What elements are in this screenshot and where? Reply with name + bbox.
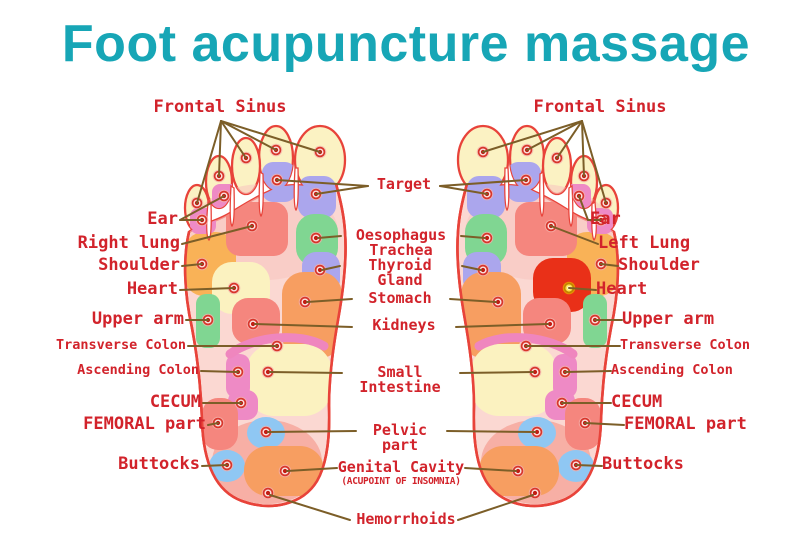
label-kidneys: Kidneys xyxy=(372,316,436,334)
label-target: Target xyxy=(376,175,432,193)
line-right-shoulder xyxy=(600,263,619,267)
line-left-frontal-5 xyxy=(196,120,222,204)
line-left-frontal-2 xyxy=(220,120,277,151)
label-left-heart: Heart xyxy=(126,279,178,299)
line-target-r1 xyxy=(439,179,527,187)
label-stomach: Stomach xyxy=(368,289,432,307)
line-right-buttocks xyxy=(575,464,603,467)
line-smallint-l xyxy=(269,371,343,374)
right-foot-zones xyxy=(461,162,618,504)
label-oesophagus-trachea: Oesophagus Trachea xyxy=(355,226,447,260)
line-right-frontal-4 xyxy=(581,120,585,177)
line-right-frontal-3 xyxy=(556,120,583,159)
line-right-lung xyxy=(550,225,599,245)
line-target-r2 xyxy=(439,185,488,195)
left-foot-toe-slits xyxy=(206,167,299,241)
line-left-ear-2 xyxy=(179,195,225,221)
connector-lines xyxy=(179,120,625,521)
label-right-ear: Ear xyxy=(590,209,621,229)
left-foot-outline xyxy=(183,183,347,508)
right-foot-toe-slits xyxy=(504,167,597,241)
label-thyroid-gland: Thyroid Gland xyxy=(368,256,432,290)
transverse-colon-band xyxy=(474,333,578,359)
label-left-lung: Right lung xyxy=(77,233,180,253)
acupoint-dot xyxy=(260,485,276,501)
line-genital-l xyxy=(286,467,338,472)
line-right-ear-2 xyxy=(578,195,589,221)
label-genital-cavity: Genital Cavity xyxy=(337,458,465,476)
line-left-buttocks xyxy=(201,464,228,467)
label-left-ascending-colon: Ascending Colon xyxy=(77,362,199,378)
small-intestine-zone xyxy=(471,344,557,416)
line-genital-r xyxy=(464,467,517,472)
line-target-l2 xyxy=(315,185,369,195)
line-left-frontal-3 xyxy=(220,120,247,159)
line-left-heart xyxy=(179,287,235,291)
line-right-frontal-5 xyxy=(581,120,607,204)
line-oesophagus-l xyxy=(317,235,342,239)
right-foot-illustration xyxy=(456,124,620,508)
line-pelvic-l xyxy=(267,430,357,433)
label-left-transverse-colon: Transverse Colon xyxy=(55,337,186,353)
line-pelvic-r xyxy=(446,430,536,433)
line-hemorrhoids-l xyxy=(269,494,351,521)
label-left-buttocks: Buttocks xyxy=(118,454,200,474)
label-right-frontal-sinus: Frontal Sinus xyxy=(533,97,667,117)
transverse-colon-band xyxy=(225,333,329,359)
label-acupoint-of-insomnia: (ACUPOINT OF INSOMNIA) xyxy=(341,476,461,487)
line-stomach-l xyxy=(306,298,353,303)
left-foot-zones xyxy=(185,162,342,504)
line-kidneys-r xyxy=(455,323,549,328)
label-hemorrhoids: Hemorrhoids xyxy=(356,510,456,528)
line-target-l1 xyxy=(276,179,369,187)
label-right-transverse-colon: Transverse Colon xyxy=(620,337,751,353)
label-right-buttocks: Buttocks xyxy=(602,454,684,474)
label-right-lung: Left Lung xyxy=(598,233,691,253)
label-left-femoral: FEMORAL part xyxy=(83,414,206,434)
line-smallint-r xyxy=(459,371,534,374)
label-small-intestine: Small Intestine xyxy=(359,363,441,397)
line-right-frontal-1 xyxy=(482,120,583,153)
label-left-cecum: CECUM xyxy=(149,392,201,412)
label-right-femoral: FEMORAL part xyxy=(624,414,747,434)
label-right-cecum: CECUM xyxy=(611,392,663,412)
page-title: Foot acupuncture massage xyxy=(61,15,751,73)
line-thyroid-r xyxy=(461,265,482,271)
line-oesophagus-r xyxy=(460,235,486,239)
line-left-frontal-1 xyxy=(220,120,321,153)
line-stomach-r xyxy=(449,298,497,303)
line-thyroid-l xyxy=(321,265,341,271)
line-hemorrhoids-r xyxy=(457,494,534,521)
label-pelvic-part: Pelvic part xyxy=(372,421,428,455)
line-right-femoral xyxy=(584,422,625,426)
line-left-shoulder xyxy=(181,263,203,267)
label-right-ascending-colon: Ascending Colon xyxy=(611,362,733,378)
label-right-upper-arm: Upper arm xyxy=(622,309,715,329)
right-foot-outline xyxy=(456,183,620,508)
line-kidneys-l xyxy=(254,323,353,328)
label-left-upper-arm: Upper arm xyxy=(91,309,184,329)
line-right-frontal-2 xyxy=(526,120,583,151)
small-intestine-zone xyxy=(246,344,332,416)
line-left-lung xyxy=(181,225,253,245)
label-right-heart: Heart xyxy=(596,279,648,299)
label-left-frontal-sinus: Frontal Sinus xyxy=(153,97,287,117)
acupoint-dot xyxy=(527,485,543,501)
line-right-ascending xyxy=(564,370,612,373)
label-right-shoulder: Shoulder xyxy=(618,255,700,275)
line-left-ascending xyxy=(200,370,239,373)
left-foot-illustration xyxy=(183,124,347,508)
label-left-shoulder: Shoulder xyxy=(98,255,180,275)
line-left-femoral xyxy=(207,422,219,426)
line-left-frontal-4 xyxy=(218,120,222,177)
label-left-ear: Ear xyxy=(147,209,178,229)
line-right-heart xyxy=(568,287,597,291)
